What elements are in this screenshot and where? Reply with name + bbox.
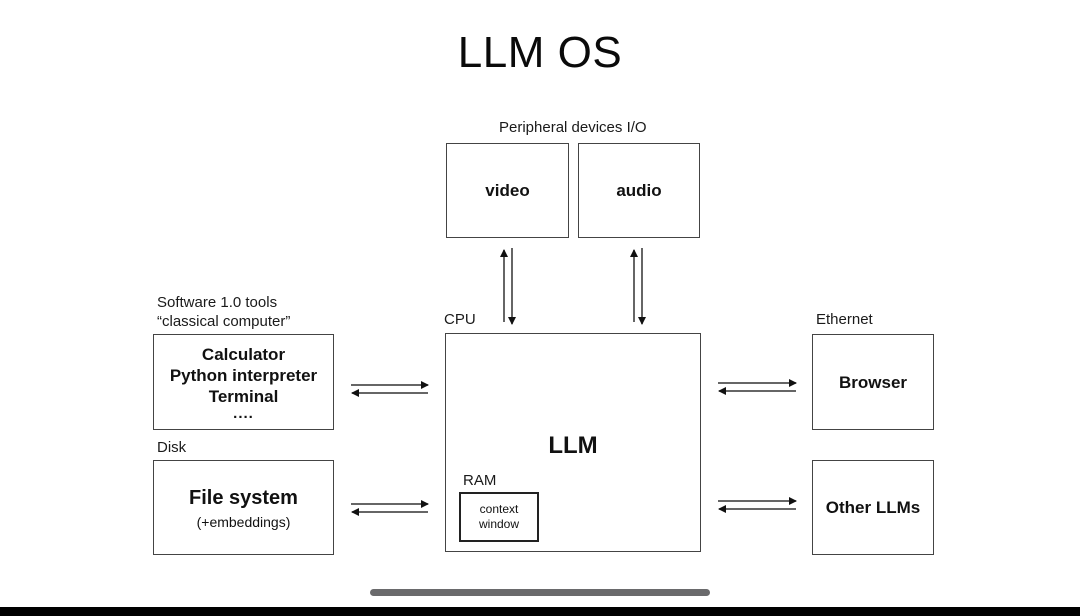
software-tools-box: Calculator Python interpreter Terminal .… bbox=[153, 334, 334, 430]
bottom-strip bbox=[0, 607, 1080, 616]
arrow-cpu-browser bbox=[718, 379, 797, 395]
home-indicator-bar[interactable] bbox=[370, 589, 710, 596]
arrow-video-cpu bbox=[500, 248, 516, 325]
tool-terminal: Terminal bbox=[208, 386, 279, 406]
tool-calculator: Calculator bbox=[201, 344, 286, 364]
llm-label: LLM bbox=[548, 432, 598, 459]
ethernet-label: Ethernet bbox=[816, 311, 873, 328]
video-box: video bbox=[446, 143, 569, 238]
tool-python-interpreter: Python interpreter bbox=[169, 365, 318, 385]
other-llms-box: Other LLMs bbox=[812, 460, 934, 555]
cpu-box: LLM RAM context window bbox=[445, 333, 701, 552]
arrow-cpu-other-llms bbox=[718, 497, 797, 513]
file-system-subtitle: (+embeddings) bbox=[196, 513, 291, 530]
peripherals-label: Peripheral devices I/O bbox=[499, 119, 647, 136]
context-window-line1: context bbox=[479, 502, 519, 516]
file-system-box: File system (+embeddings) bbox=[153, 460, 334, 555]
diagram-title: LLM OS bbox=[457, 28, 623, 77]
browser-box: Browser bbox=[812, 334, 934, 430]
disk-label: Disk bbox=[157, 439, 187, 456]
file-system-title: File system bbox=[189, 486, 298, 509]
audio-label: audio bbox=[616, 181, 662, 200]
audio-box: audio bbox=[578, 143, 700, 238]
cpu-label: CPU bbox=[444, 311, 476, 328]
other-llms-label: Other LLMs bbox=[825, 498, 921, 517]
context-window-line2: window bbox=[478, 517, 520, 531]
context-window-box: context window bbox=[459, 492, 539, 542]
tools-ellipsis: .... bbox=[233, 404, 254, 422]
arrow-audio-cpu bbox=[630, 248, 646, 325]
video-label: video bbox=[485, 181, 530, 200]
arrow-disk-cpu bbox=[351, 500, 429, 516]
browser-label: Browser bbox=[838, 372, 908, 392]
classical-computer-label: “classical computer” bbox=[157, 313, 291, 330]
software-tools-label: Software 1.0 tools bbox=[157, 294, 278, 311]
ram-label: RAM bbox=[463, 472, 497, 489]
arrow-tools-cpu bbox=[351, 381, 429, 397]
